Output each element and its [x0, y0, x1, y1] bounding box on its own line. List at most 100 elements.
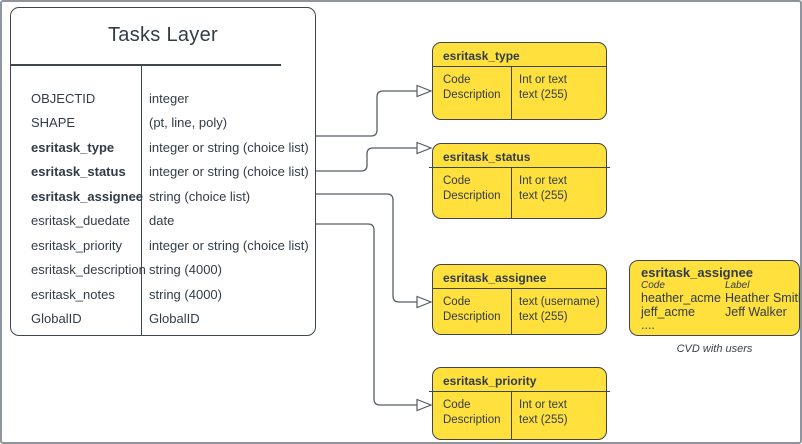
domain-code-column: Code Description — [433, 391, 512, 439]
domain-cell: text (username) — [519, 296, 600, 308]
cvd-cell-label — [725, 319, 800, 333]
domain-title-text: esritask_assignee — [443, 271, 547, 285]
domain-cell: Int or text — [519, 74, 567, 86]
domain-box-type: esritask_type Code Description Int or te… — [432, 42, 607, 120]
table-row: SHAPE (pt, line, poly) — [11, 111, 315, 136]
field-type: integer or string (choice list) — [149, 139, 309, 155]
connector-assignee — [316, 193, 433, 309]
field-name: esritask_notes — [31, 286, 115, 302]
domain-title: esritask_type — [433, 43, 606, 67]
cvd-assignee-box: esritask_assignee Code Label heather_acm… — [629, 260, 800, 336]
cvd-cell-code: jeff_acme — [641, 304, 695, 319]
domain-type-column: text (username) text (255) — [512, 288, 606, 334]
domain-header-separator — [429, 390, 610, 392]
domain-title: esritask_priority — [429, 368, 610, 392]
arrowhead-icon — [416, 141, 433, 155]
field-name: esritask_type — [31, 139, 115, 155]
field-type: string (choice list) — [149, 188, 251, 204]
cvd-col-header-code: Code — [641, 280, 665, 291]
connector-status — [316, 141, 433, 172]
arrowhead-icon — [416, 295, 433, 309]
domain-type-column: Int or text text (255) — [512, 167, 606, 218]
domain-cell: Description — [443, 190, 501, 202]
table-row: esritask_status integer or string (choice… — [11, 160, 315, 185]
table-row: GlobalID GlobalID — [11, 307, 315, 332]
domain-code-column: Code Description — [433, 167, 512, 218]
domain-box-status: esritask_status Code Description Int or … — [429, 143, 610, 219]
cvd-table: Code Label heather_acme Heather Smith je… — [641, 280, 800, 333]
field-type: string (4000) — [149, 286, 222, 302]
field-name: OBJECTID — [31, 90, 96, 106]
domain-header-separator — [433, 287, 606, 289]
domain-body: Code Description Int or text text (255) — [433, 391, 606, 439]
table-row: esritask_notes string (4000) — [11, 282, 315, 307]
arrowhead-icon — [416, 84, 433, 98]
domain-body: Code Description Int or text text (255) — [433, 66, 606, 119]
domain-cell: Int or text — [519, 175, 567, 187]
domain-body: Code Description Int or text text (255) — [433, 167, 606, 218]
domain-cell: Description — [443, 311, 501, 323]
domain-cell: text (255) — [519, 311, 568, 323]
table-row: esritask_duedate date — [11, 209, 315, 234]
domain-box-priority: esritask_priority Code Description Int o… — [429, 367, 610, 440]
domain-type-column: Int or text text (255) — [512, 66, 606, 119]
domain-cell: text (255) — [519, 89, 568, 101]
domain-title: esritask_assignee — [433, 265, 606, 289]
domain-cell: Int or text — [519, 399, 567, 411]
domain-box-assignee: esritask_assignee Code Description text … — [432, 264, 607, 335]
column-divider — [141, 65, 143, 335]
field-type: (pt, line, poly) — [149, 115, 228, 131]
domain-cell: Code — [443, 399, 471, 411]
domain-code-column: Code Description — [433, 288, 512, 334]
domain-title-text: esritask_type — [443, 49, 520, 63]
domain-body: Code Description text (username) text (2… — [433, 288, 606, 334]
field-name: esritask_description — [31, 262, 146, 278]
domain-title-text: esritask_priority — [443, 374, 537, 388]
arrowhead-icon — [416, 398, 433, 412]
domain-cell: text (255) — [519, 414, 568, 426]
field-name: SHAPE — [31, 115, 76, 131]
table-row: esritask_assignee string (choice list) — [11, 184, 315, 209]
domain-cell: Description — [443, 414, 501, 426]
tasks-field-list: OBJECTID integer SHAPE (pt, line, poly) es… — [11, 86, 315, 331]
connector-type — [316, 84, 433, 137]
tasks-layer-entity: Tasks Layer OBJECTID integer SHAPE (pt, li… — [10, 7, 316, 336]
domain-title: esritask_status — [429, 144, 610, 168]
field-type: integer — [149, 90, 189, 106]
field-name: esritask_priority — [31, 237, 123, 253]
cvd-cell-code: heather_acme — [641, 291, 721, 305]
cvd-cell-code: .... — [641, 318, 655, 332]
field-type: GlobalID — [149, 311, 200, 327]
cvd-cell-label: Heather Smith — [725, 291, 802, 305]
domain-cell: Description — [443, 89, 501, 101]
field-name: esritask_status — [31, 164, 126, 180]
field-type: integer or string (choice list) — [149, 164, 309, 180]
field-name: esritask_duedate — [31, 213, 131, 229]
cvd-col-header-label: Label — [725, 280, 750, 291]
domain-title-text: esritask_status — [443, 150, 531, 164]
connector-priority — [316, 223, 433, 412]
domain-cell: Code — [443, 296, 471, 308]
table-row: esritask_priority integer or string (choi… — [11, 233, 315, 258]
field-type: date — [149, 213, 175, 229]
cvd-title: esritask_assignee — [641, 265, 754, 280]
cvd-caption: CVD with users — [676, 343, 753, 355]
domain-header-separator — [433, 65, 606, 67]
domain-cell: Code — [443, 74, 471, 86]
tasks-layer-title: Tasks Layer — [107, 23, 218, 46]
field-name: esritask_assignee — [31, 188, 144, 204]
domain-cell: Code — [443, 175, 471, 187]
field-type: integer or string (choice list) — [149, 237, 309, 253]
table-row: OBJECTID integer — [11, 86, 315, 111]
domain-code-column: Code Description — [433, 66, 512, 119]
field-name: GlobalID — [31, 311, 82, 327]
title-separator — [11, 64, 281, 66]
cvd-cell-label: Jeff Walker — [725, 304, 787, 319]
domain-cell: text (255) — [519, 190, 568, 202]
field-type: string (4000) — [149, 262, 222, 278]
table-row: esritask_type integer or string (choice l… — [11, 135, 315, 160]
domain-type-column: Int or text text (255) — [512, 391, 606, 439]
